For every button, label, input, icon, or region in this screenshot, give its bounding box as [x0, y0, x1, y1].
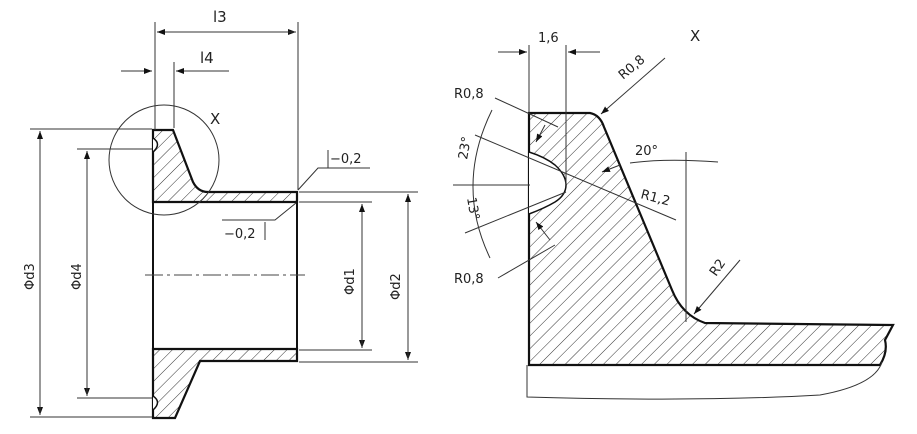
dim-d3: Φd3: [23, 263, 38, 290]
dim-d1: Φd1: [343, 268, 358, 295]
dim-1-6: 1,6: [538, 31, 559, 46]
lower-groove: [152, 395, 159, 411]
lower-section: [151, 347, 299, 420]
radius-bottom-left: R0,8: [454, 272, 484, 287]
detail-view: X 1,6 R0,8 R0,8 R0,8 23° 13° 20° R1,2 R2: [453, 27, 895, 400]
radius-top-left: R0,8: [454, 87, 484, 102]
angle-ray: [464, 191, 567, 234]
angle-20: 20°: [635, 144, 658, 159]
break-outline: [526, 361, 883, 400]
dim-l4: l4: [200, 49, 214, 67]
tolerance-top: −0,2: [330, 152, 362, 167]
tolerance-leader: [222, 202, 297, 221]
leader-line: [497, 244, 556, 279]
leader-line: [535, 124, 546, 143]
dim-d2: Φd2: [389, 273, 404, 300]
leader-line: [600, 57, 666, 115]
tolerance-leader: [297, 167, 370, 191]
angle-arc: [472, 109, 493, 259]
leader-line: [693, 259, 741, 315]
leader-line: [601, 164, 621, 173]
radius-groove: R1,2: [639, 187, 672, 209]
sectional-view: l3 l4 X −0,2 −0,2 Φd3 Φd4 Φd1 Φd2: [23, 8, 418, 420]
detail-circle: [108, 104, 220, 216]
upper-groove: [152, 137, 159, 153]
leader-line: [535, 221, 551, 241]
angle-ray: [474, 134, 677, 221]
leader-line: [494, 97, 559, 128]
detail-x-label: X: [210, 110, 220, 128]
dim-d4: Φd4: [70, 263, 85, 290]
radius-top-corner: R0,8: [616, 52, 648, 83]
detail-section: [527, 111, 895, 367]
angle-arc: [629, 159, 719, 164]
upper-section: [151, 128, 299, 204]
dim-l3: l3: [213, 8, 227, 26]
angle-13: 13°: [463, 196, 482, 221]
tolerance-bottom: −0,2: [224, 227, 256, 242]
angle-23: 23°: [456, 135, 475, 160]
detail-title: X: [690, 27, 700, 45]
